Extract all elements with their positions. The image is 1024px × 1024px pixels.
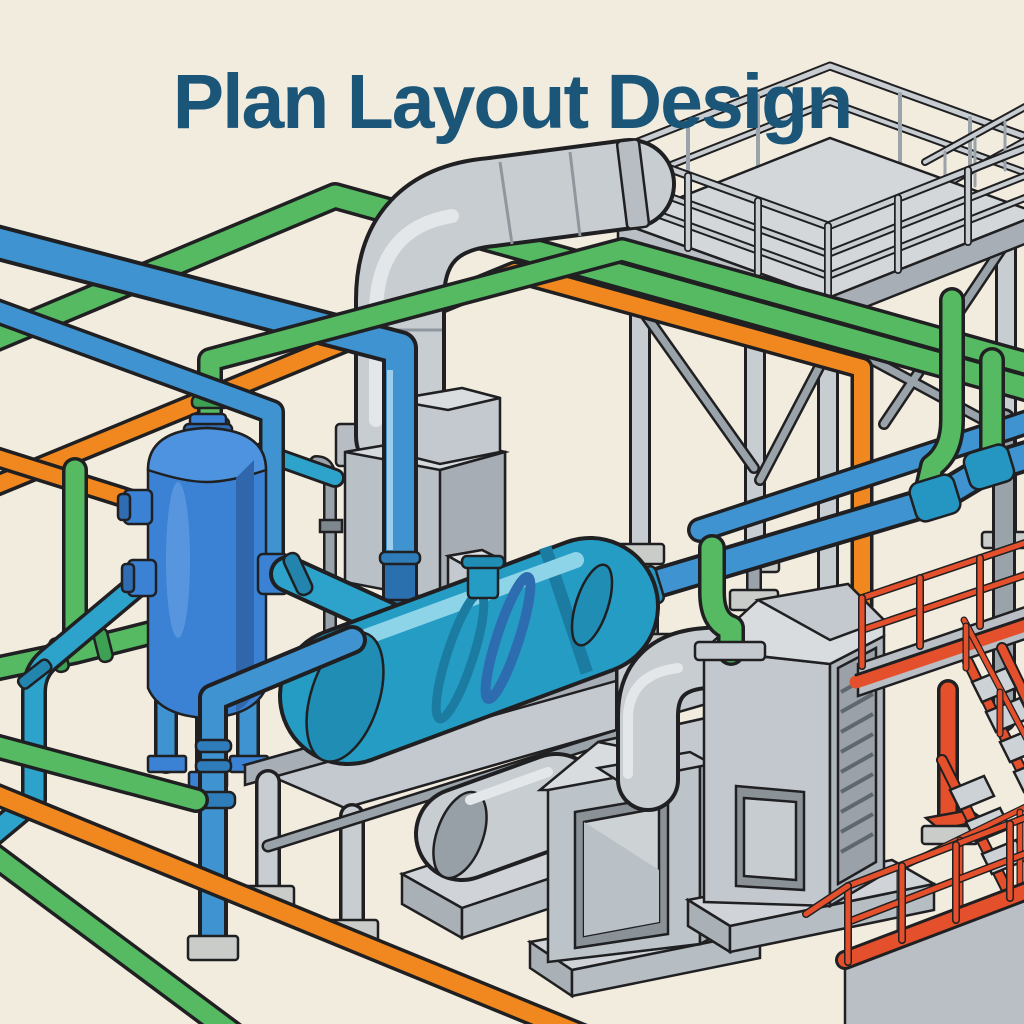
orange-pipe-bottom bbox=[0, 783, 588, 1024]
green-pipe-top bbox=[0, 182, 1024, 403]
blue-pipe-behind-vessel bbox=[0, 298, 285, 579]
green-pipe-to-riser bbox=[0, 733, 209, 813]
pump-with-motor bbox=[398, 752, 626, 941]
blue-riser-bottom-left bbox=[186, 625, 367, 962]
green-pipe-bottom-left bbox=[0, 843, 242, 1024]
blue-pipe-vessel-drain bbox=[0, 563, 161, 846]
page-title: Plan Layout Design bbox=[172, 59, 854, 145]
green-risers-right bbox=[913, 287, 1005, 505]
vertical-vessel bbox=[116, 412, 294, 790]
red-lower-platform bbox=[802, 803, 1024, 1024]
horizontal-heat-exchanger bbox=[278, 536, 660, 766]
green-pipe-to-ahu bbox=[693, 534, 767, 666]
red-access-stair bbox=[849, 539, 1024, 938]
